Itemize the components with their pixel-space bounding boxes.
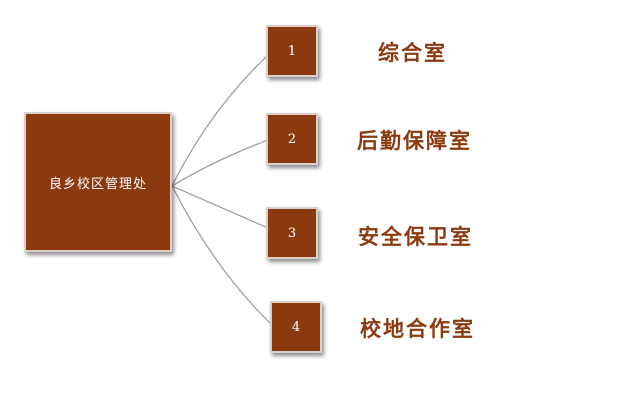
child-label-3: 安全保卫室	[358, 224, 473, 249]
connector-3	[171, 185, 269, 229]
child-node-2: 2	[266, 113, 318, 165]
child-node-number: 2	[287, 131, 297, 147]
child-label-4: 校地合作室	[360, 316, 475, 341]
child-label-1: 综合室	[378, 40, 447, 65]
child-node-number: 3	[287, 225, 297, 241]
child-node-3: 3	[266, 207, 318, 259]
child-label-2: 后勤保障室	[357, 128, 472, 153]
child-node-number: 1	[287, 43, 297, 59]
child-node-1: 1	[266, 25, 318, 77]
connector-4	[171, 185, 273, 326]
child-node-4: 4	[270, 301, 322, 353]
root-node-label: 良乡校区管理处	[48, 176, 147, 192]
connector-2	[171, 139, 269, 187]
connector-1	[171, 54, 269, 187]
root-node: 良乡校区管理处	[24, 112, 172, 252]
child-node-number: 4	[291, 319, 301, 335]
